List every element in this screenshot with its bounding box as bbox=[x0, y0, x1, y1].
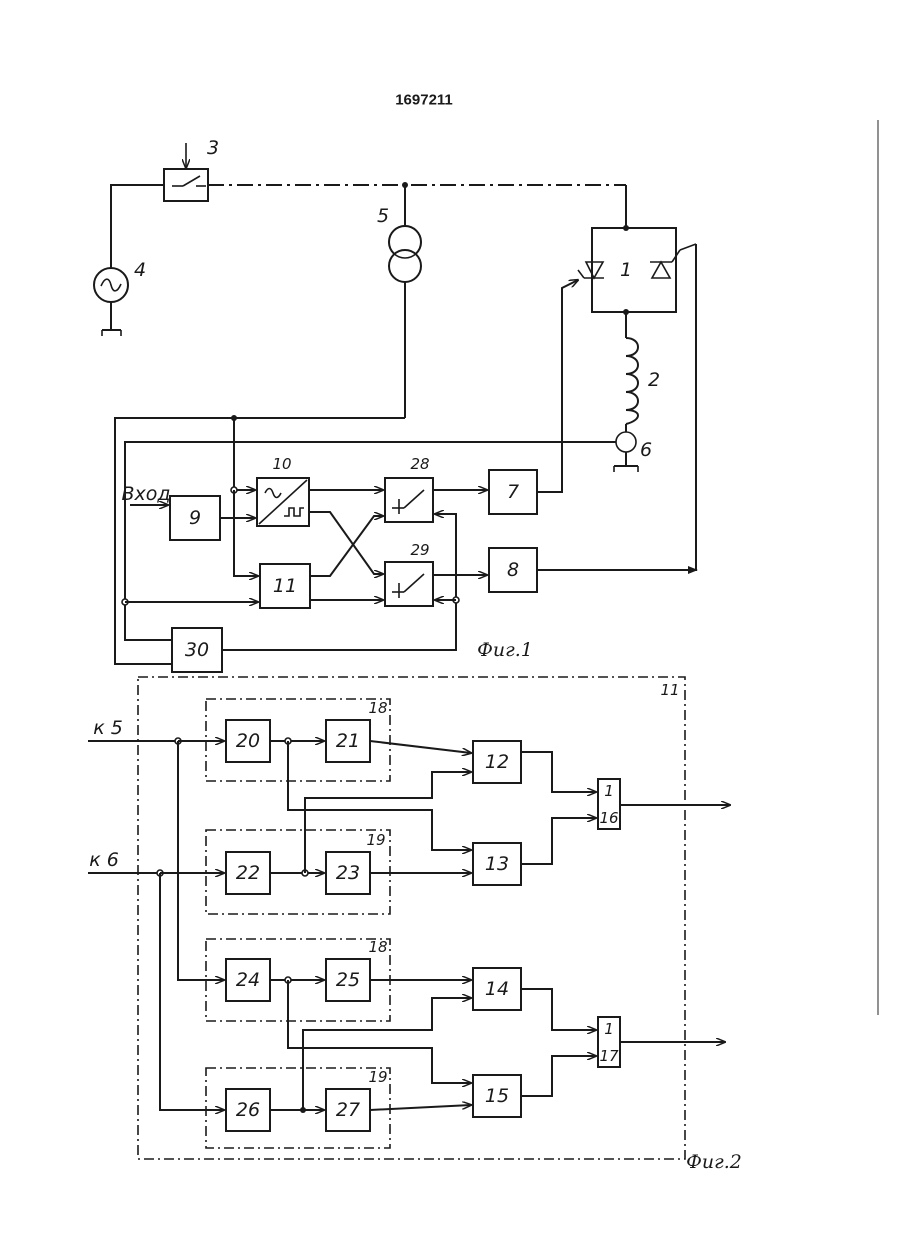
label-g16-top: 1 bbox=[604, 782, 614, 800]
label-12: 12 bbox=[485, 751, 509, 773]
inductor-2: 2 bbox=[626, 312, 660, 424]
or-gate-17: 1 17 bbox=[598, 1017, 620, 1067]
label-21: 21 bbox=[336, 730, 360, 752]
label-3: 3 bbox=[207, 137, 219, 159]
label-9: 9 bbox=[189, 507, 201, 529]
figure-1: 4 3 5 bbox=[94, 137, 698, 672]
switch-3: 3 bbox=[164, 137, 219, 201]
label-20: 20 bbox=[236, 730, 260, 752]
fig2-caption: Фиг.2 bbox=[686, 1151, 742, 1173]
label-23: 23 bbox=[336, 862, 360, 884]
input-k5: к 5 bbox=[93, 717, 123, 739]
current-sensor-6: 6 bbox=[614, 424, 652, 472]
figure-2: 11 к 5 к 6 18 19 18 19 20 21 22 23 24 25 bbox=[88, 677, 742, 1173]
wire-voltage-bus bbox=[115, 418, 405, 664]
cross-wire-a bbox=[309, 512, 383, 574]
ac-source-4: 4 bbox=[94, 259, 146, 336]
label-5: 5 bbox=[377, 205, 389, 227]
wire-to-10 bbox=[234, 418, 255, 490]
label-8: 8 bbox=[507, 559, 519, 581]
frame-label-11: 11 bbox=[660, 681, 679, 699]
label-26: 26 bbox=[236, 1099, 260, 1121]
label-grp19b: 19 bbox=[368, 1068, 387, 1086]
label-grp19a: 19 bbox=[366, 831, 385, 849]
label-g17: 17 bbox=[599, 1047, 619, 1065]
label-7: 7 bbox=[507, 481, 519, 503]
label-g16: 16 bbox=[599, 809, 618, 827]
label-25: 25 bbox=[336, 969, 360, 991]
label-13: 13 bbox=[485, 853, 509, 875]
label-29: 29 bbox=[410, 541, 429, 559]
label-15: 15 bbox=[485, 1085, 509, 1107]
label-22: 22 bbox=[236, 862, 260, 884]
input-label: Вход bbox=[121, 483, 170, 505]
label-27: 27 bbox=[336, 1099, 360, 1121]
label-1: 1 bbox=[620, 259, 632, 281]
thyristor-block-1: 1 bbox=[578, 185, 696, 315]
label-2: 2 bbox=[648, 369, 660, 391]
label-10: 10 bbox=[272, 455, 291, 473]
document-number: 1697211 bbox=[395, 92, 453, 109]
key-29: 29 bbox=[385, 541, 433, 606]
wire-to-11 bbox=[234, 490, 258, 576]
label-grp18b: 18 bbox=[368, 938, 387, 956]
label-28: 28 bbox=[410, 455, 429, 473]
cross-wire-b bbox=[310, 516, 383, 576]
wire-7-to-thyristor bbox=[537, 280, 578, 492]
label-grp18a: 18 bbox=[368, 699, 387, 717]
label-11: 11 bbox=[273, 575, 297, 597]
or-gate-16: 1 16 bbox=[598, 779, 620, 829]
label-4: 4 bbox=[134, 259, 146, 281]
block-11-frame bbox=[138, 677, 685, 1159]
label-g17-top: 1 bbox=[604, 1020, 614, 1038]
transformer-5: 5 bbox=[377, 185, 421, 418]
block-10: 10 bbox=[257, 455, 309, 526]
label-30: 30 bbox=[185, 639, 209, 661]
input-k6: к 6 bbox=[89, 849, 119, 871]
label-14: 14 bbox=[485, 978, 509, 1000]
key-28: 28 bbox=[385, 455, 433, 522]
wire-source-to-switch bbox=[111, 185, 164, 268]
fig1-caption: Фиг.1 bbox=[477, 639, 533, 661]
label-6: 6 bbox=[640, 439, 652, 461]
label-24: 24 bbox=[236, 969, 260, 991]
